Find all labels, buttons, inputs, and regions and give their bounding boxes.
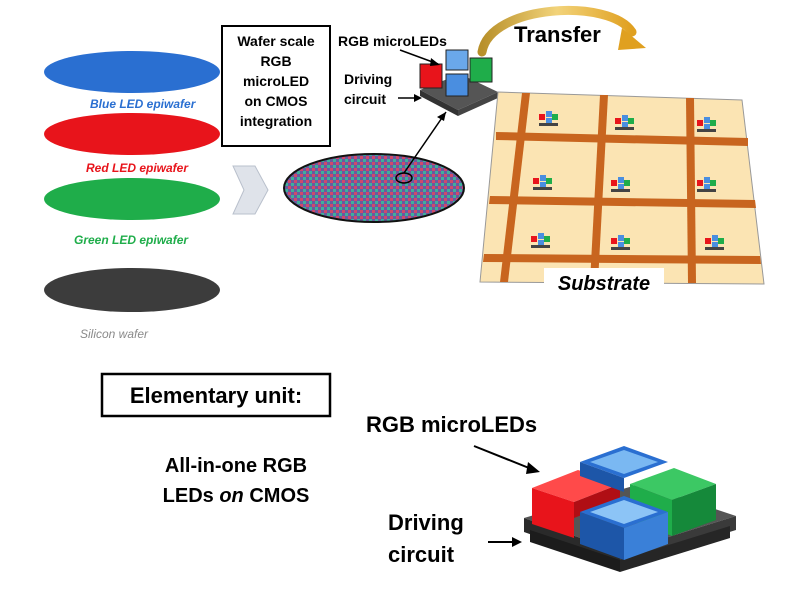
substrate-chip: [533, 175, 552, 190]
silicon-wafer-label: Silicon wafer: [80, 327, 149, 341]
elementary-rgb-label: RGB microLEDs: [366, 412, 537, 437]
top-rgb-label: RGB microLEDs: [338, 33, 447, 49]
substrate-chip: [697, 177, 716, 192]
elementary-chip: [524, 446, 736, 572]
integration-line-5: integration: [240, 113, 312, 129]
wafer-stack: Blue LED epiwafer Red LED epiwafer Green…: [44, 51, 220, 341]
integration-line-4: on CMOS: [245, 93, 308, 109]
integration-line-1: Wafer scale: [237, 33, 315, 49]
blue-epiwafer: [44, 51, 220, 93]
substrate-chips: [531, 111, 724, 250]
integration-box: Wafer scale RGB microLED on CMOS integra…: [221, 25, 331, 147]
substrate-chip: [705, 235, 724, 250]
substrate-chip: [697, 117, 716, 132]
elementary-desc-line-1: All-in-one RGB: [165, 455, 307, 477]
substrate-chip: [615, 115, 634, 130]
integration-line-2: RGB: [260, 53, 291, 69]
substrate-chip: [611, 177, 630, 192]
elementary-desc-line-2: LEDs on CMOS: [163, 485, 310, 507]
green-epiwafer-label: Green LED epiwafer: [74, 233, 189, 247]
substrate-label-bg: [544, 268, 664, 296]
elementary-title-box: [100, 372, 332, 418]
integrated-wafer: [283, 111, 465, 223]
blue-epiwafer-label: Blue LED epiwafer: [90, 97, 197, 111]
top-driving-line-1: Driving: [344, 71, 392, 87]
elementary-driving-line-2: circuit: [388, 542, 455, 567]
substrate-chip: [611, 235, 630, 250]
elementary-title: Elementary unit:: [130, 383, 302, 408]
silicon-wafer: [44, 268, 220, 312]
top-rgb-chip: [419, 49, 498, 116]
top-driving-line-2: circuit: [344, 91, 386, 107]
integration-line-3: microLED: [243, 73, 309, 89]
substrate-chip: [539, 111, 558, 126]
process-arrow: [232, 165, 269, 215]
transfer-label: Transfer: [514, 22, 601, 47]
substrate-chip: [531, 233, 550, 248]
elementary-driving-line-1: Driving: [388, 510, 464, 535]
substrate-label: Substrate: [558, 273, 650, 295]
red-epiwafer: [44, 113, 220, 155]
red-epiwafer-label: Red LED epiwafer: [86, 161, 189, 175]
green-epiwafer: [44, 178, 220, 220]
transfer-arrow: [477, 6, 646, 57]
